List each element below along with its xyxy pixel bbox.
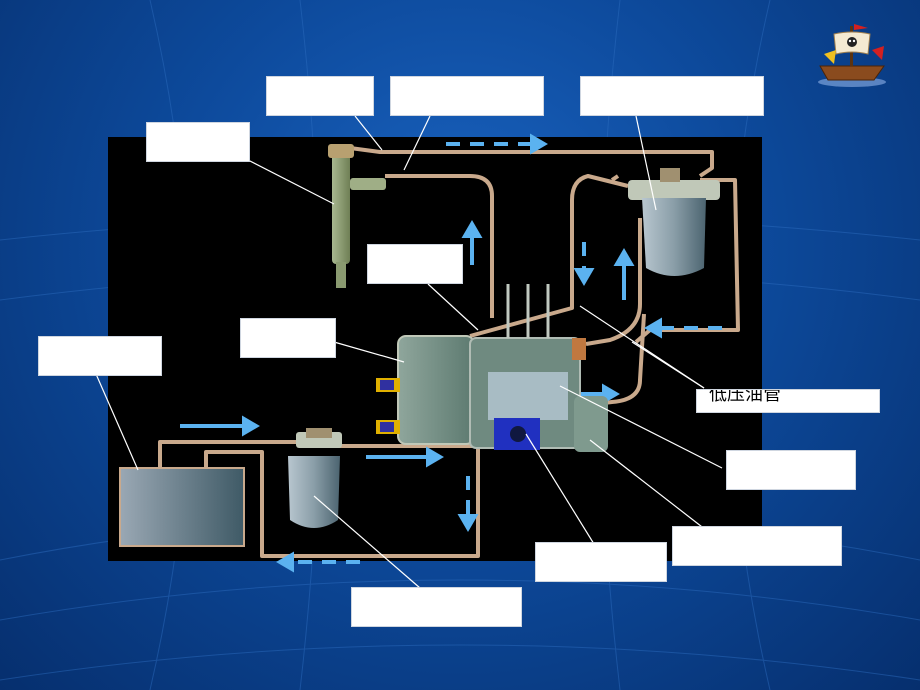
label-fuel-tank bbox=[38, 336, 162, 376]
label-advance-device bbox=[672, 526, 842, 566]
label-governor bbox=[726, 450, 856, 490]
label-injection-pump bbox=[240, 318, 336, 358]
label-secondary-filter bbox=[580, 76, 764, 116]
label-high-pressure-line bbox=[390, 76, 544, 116]
flow-arrows bbox=[180, 133, 722, 573]
leader-lines bbox=[95, 115, 723, 589]
label-overflow-valve bbox=[367, 244, 463, 284]
injector-icon bbox=[328, 144, 386, 288]
label-injector bbox=[266, 76, 374, 116]
label-return-line bbox=[146, 122, 250, 162]
label-transfer-pump bbox=[535, 542, 667, 582]
secondary-filter-icon bbox=[628, 168, 720, 276]
injection-pump-icon bbox=[376, 284, 608, 452]
primary-filter-icon bbox=[288, 428, 342, 528]
pirate-ship-logo bbox=[818, 24, 886, 87]
label-low-pressure-pipe: 低压油管 bbox=[696, 389, 880, 413]
fuel-tank-icon bbox=[119, 467, 245, 547]
label-primary-filter bbox=[351, 587, 522, 627]
